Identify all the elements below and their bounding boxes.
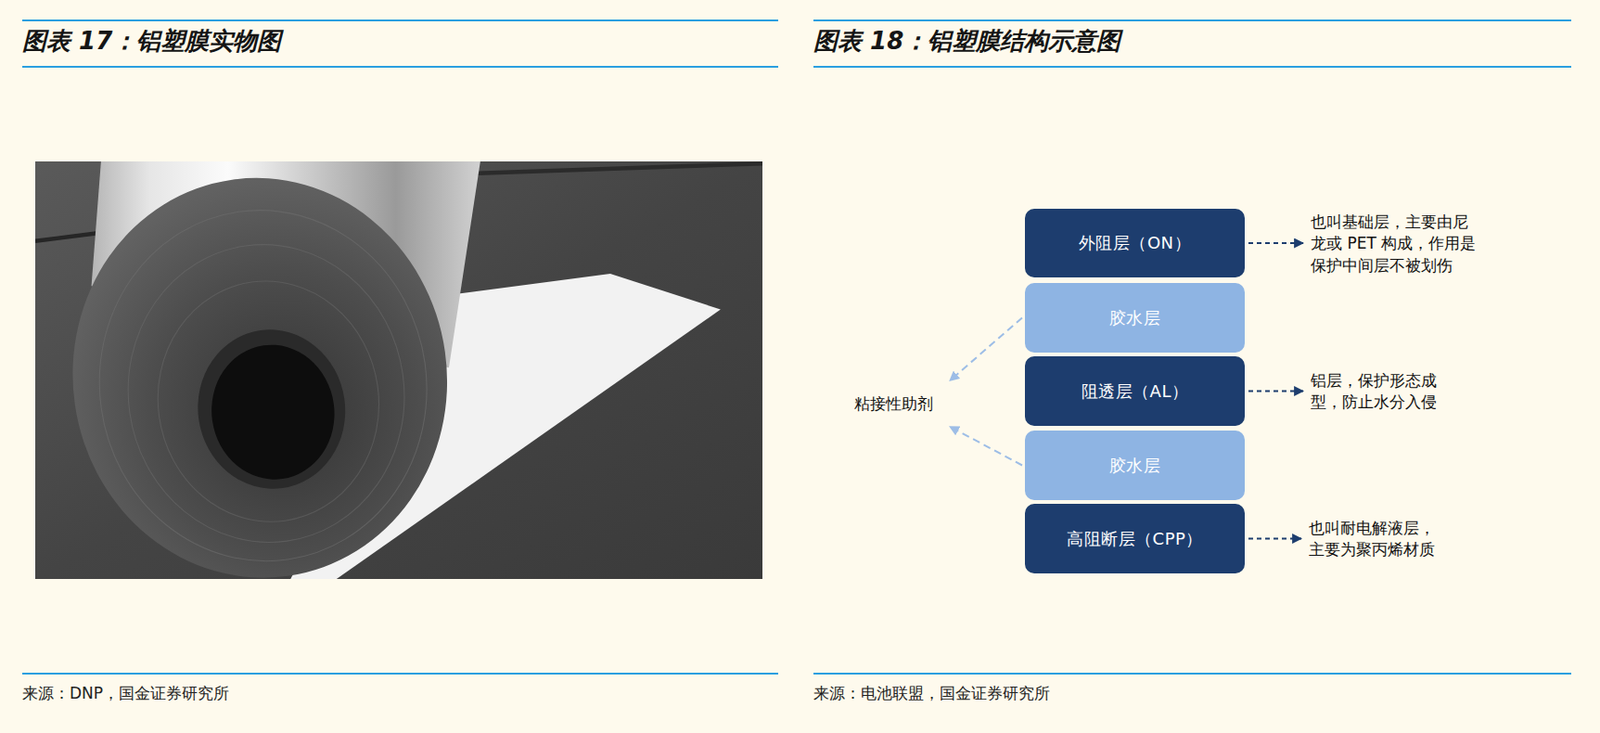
connector-arrow xyxy=(949,318,1023,382)
annotation: 也叫耐电解液层， 主要为聚丙烯材质 xyxy=(1308,517,1458,562)
source-note: 来源：电池联盟，国金证券研究所 xyxy=(813,682,1050,704)
layer-box: 外阻层（ON） xyxy=(1024,208,1245,278)
source-note: 来源：DNP，国金证券研究所 xyxy=(22,682,230,704)
panel-rule xyxy=(22,65,779,68)
floor-seam xyxy=(35,232,100,242)
roll-ring xyxy=(76,189,450,579)
photo-group xyxy=(35,161,763,579)
panel-rule xyxy=(813,672,1572,675)
figure-title: 图表 17：铝塑膜实物图 xyxy=(22,25,282,58)
node-label: 外阻层（ON） xyxy=(1078,231,1191,255)
panel-rule xyxy=(22,19,779,22)
connector-arrow xyxy=(949,426,1023,466)
roll-hole xyxy=(203,336,344,487)
node-label: 高阻断层（CPP） xyxy=(1066,527,1204,551)
node-label: 粘接性助剂 xyxy=(854,393,934,415)
glue-layer-box: 胶水层 xyxy=(1024,430,1245,500)
panel-rule xyxy=(813,65,1572,68)
glue-layer-box: 胶水层 xyxy=(1024,282,1245,353)
floor-seam xyxy=(463,163,763,174)
layer-box: 高阻断层（CPP） xyxy=(1024,503,1245,574)
roll-ring xyxy=(142,267,396,537)
roll-face xyxy=(47,161,474,579)
node-label: 胶水层 xyxy=(1109,454,1162,477)
figure-title: 图表 18：铝塑膜结构示意图 xyxy=(813,25,1121,58)
annotation: 粘接性助剂 xyxy=(854,393,934,415)
film-roll-photo xyxy=(35,161,763,579)
node-label: 也叫基础层，主要由尼 龙或 PET 构成，作用是 保护中间层不被划伤 xyxy=(1310,211,1497,277)
roll-ring xyxy=(108,226,423,560)
layer-box: 阻透层（AL） xyxy=(1024,356,1245,426)
annotation: 铝层，保护形态成 型，防止水分入侵 xyxy=(1310,370,1460,414)
roll-core xyxy=(187,320,356,499)
panel-rule xyxy=(22,672,779,675)
node-label: 胶水层 xyxy=(1109,307,1162,330)
panel-rule xyxy=(813,19,1572,22)
node-label: 也叫耐电解液层， 主要为聚丙烯材质 xyxy=(1308,517,1458,562)
connector-arrow xyxy=(1248,390,1304,393)
node-label: 阻透层（AL） xyxy=(1081,380,1190,403)
connector-arrow xyxy=(1248,537,1302,540)
annotation: 也叫基础层，主要由尼 龙或 PET 构成，作用是 保护中间层不被划伤 xyxy=(1310,211,1497,277)
node-label: 铝层，保护形态成 型，防止水分入侵 xyxy=(1310,370,1460,414)
connector-arrow xyxy=(1248,242,1304,244)
